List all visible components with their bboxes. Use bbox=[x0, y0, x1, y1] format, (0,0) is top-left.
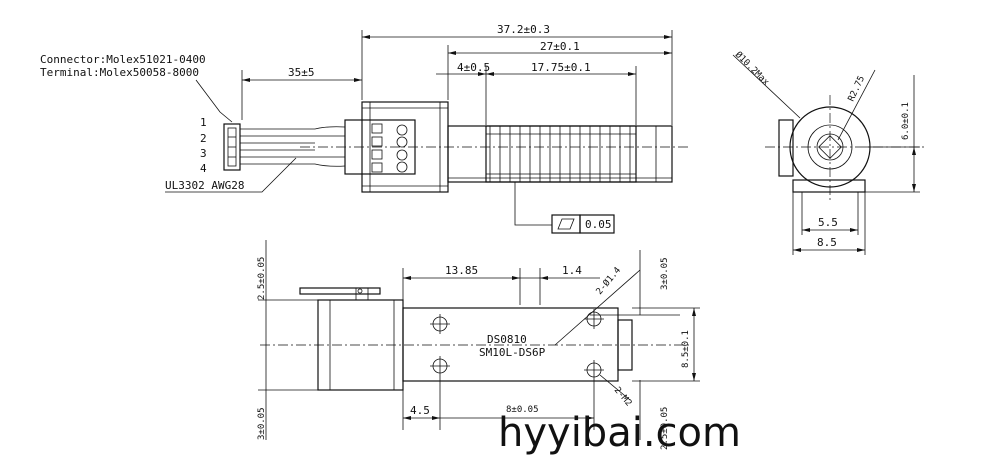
terminal-text: Terminal:Molex50058-8000 bbox=[40, 66, 199, 79]
label-model: SM10L-DS6P bbox=[479, 346, 546, 359]
dim-8-text: 8±0.05 bbox=[506, 405, 539, 415]
dim-screw-text: 17.75±0.1 bbox=[531, 61, 591, 74]
pin-2: 2 bbox=[200, 132, 207, 145]
end-view-base bbox=[792, 179, 866, 193]
end-view: Ø10.2Max R2.75 6.0±0.1 5.5 8.5 bbox=[732, 49, 925, 255]
pin-1: 1 bbox=[200, 116, 207, 129]
dim-27-text: 27±0.1 bbox=[540, 40, 580, 53]
lead-wires bbox=[240, 126, 346, 167]
dim-3-top-text: 3±0.05 bbox=[660, 257, 670, 290]
lead-screw bbox=[485, 125, 637, 183]
screw-note: 2-M2 bbox=[612, 386, 634, 409]
dim-overall-text: 37.2±0.3 bbox=[497, 23, 550, 36]
hole-note: 2-Ø1.4 bbox=[594, 265, 623, 297]
width-inner-text: 5.5 bbox=[818, 216, 838, 229]
dim-4-text: 4±0.5 bbox=[457, 61, 490, 74]
dim-left-top-text: 2.5±0.05 bbox=[257, 257, 267, 300]
width-outer-text: 8.5 bbox=[817, 236, 837, 249]
watermark: hyyibai.com bbox=[498, 410, 741, 456]
flatness-frame bbox=[579, 214, 615, 234]
pin-3: 3 bbox=[200, 147, 207, 160]
dim-13-text: 13.85 bbox=[445, 264, 478, 277]
dim-lead-text: 35±5 bbox=[288, 66, 315, 79]
pin-4: 4 bbox=[200, 162, 207, 175]
top-view: 37.2±0.3 27±0.1 4±0.5 17.75±0.1 35±5 Con… bbox=[40, 23, 690, 234]
radius-text: R2.75 bbox=[847, 74, 868, 103]
dim-1-4-text: 1.4 bbox=[562, 264, 582, 277]
connector-housing bbox=[223, 123, 241, 171]
cable-note: UL3302 AWG28 bbox=[165, 179, 244, 192]
flatness-text: 0.05 bbox=[585, 218, 612, 231]
dim-right-text: 8.5±0.1 bbox=[681, 330, 691, 368]
connector-text: Connector:Molex51021-0400 bbox=[40, 53, 206, 66]
dim-2-5-bottom-text: 2.5±0.05 bbox=[660, 407, 670, 450]
dim-4-5-text: 4.5 bbox=[410, 404, 430, 417]
height-text: 6.0±0.1 bbox=[901, 102, 911, 140]
dia-max-text: Ø10.2Max bbox=[733, 49, 772, 88]
label-part: DS0810 bbox=[487, 333, 527, 346]
dim-left-bottom-text: 3±0.05 bbox=[257, 407, 267, 440]
